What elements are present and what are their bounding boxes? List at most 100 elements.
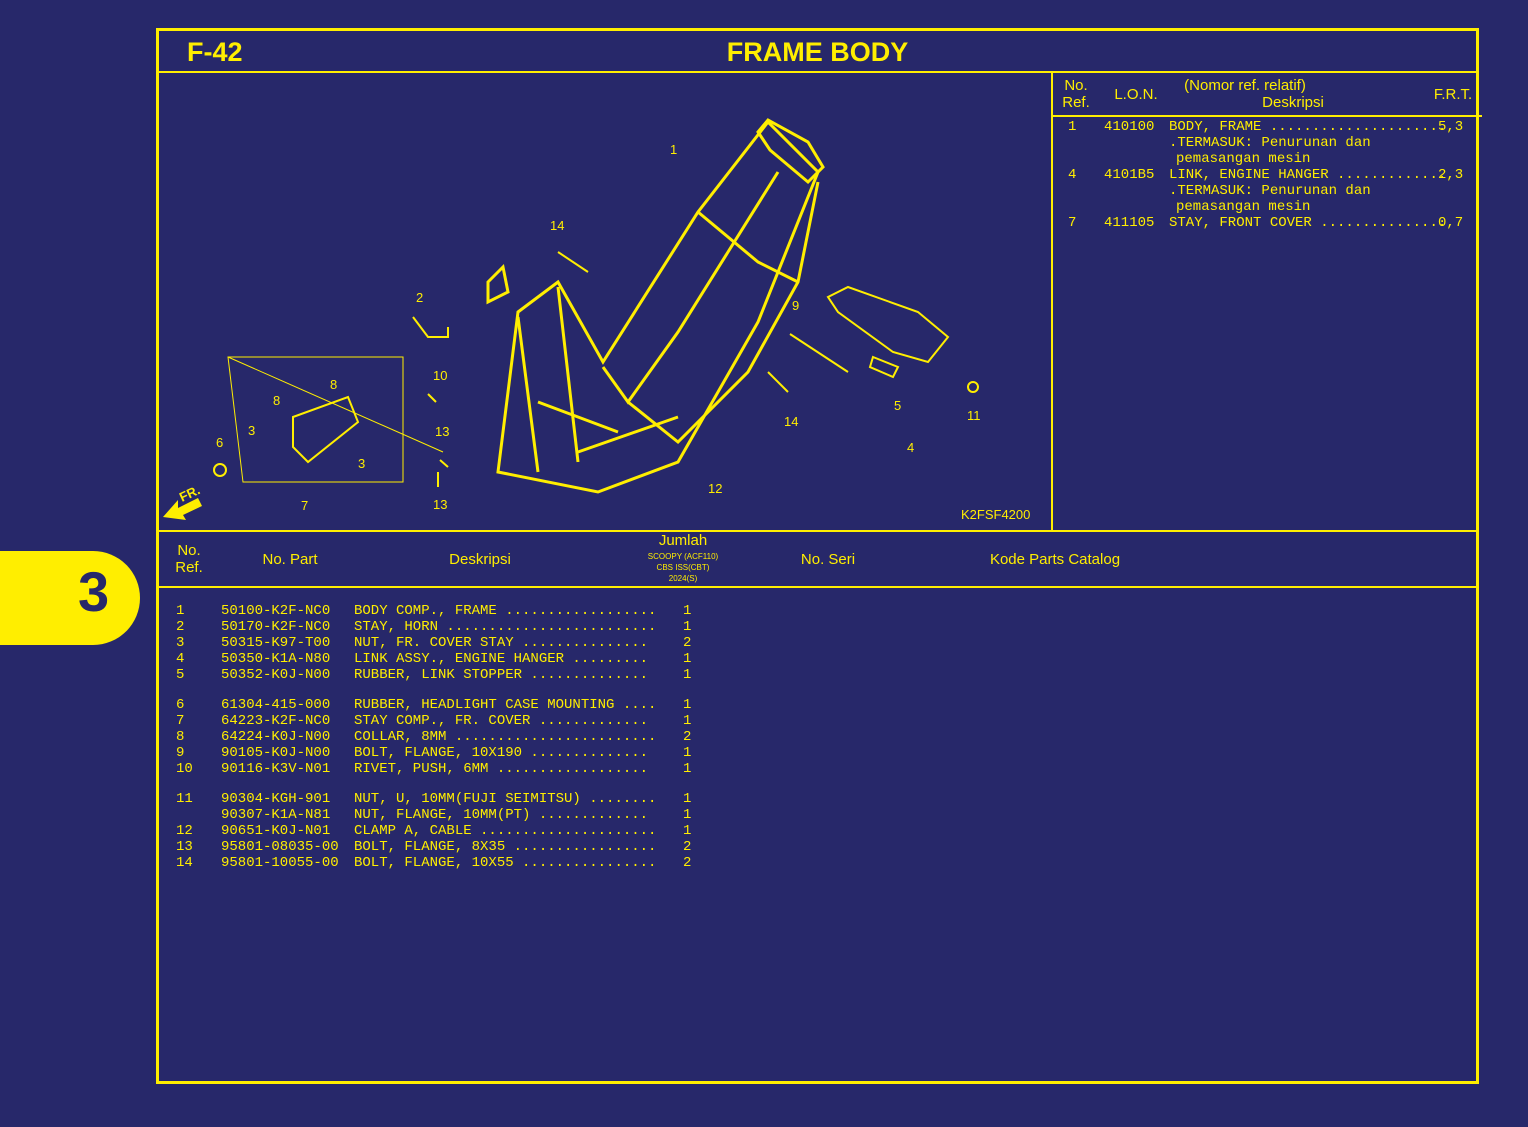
part-description: STAY, HORN ......................... (354, 619, 657, 635)
callout-number: 12 (708, 481, 722, 496)
callout-number: 11 (967, 408, 981, 423)
callout-number: 7 (301, 498, 308, 513)
part-ref: 12 (176, 823, 193, 839)
parts-header-qty: Jumlah (658, 532, 708, 549)
lon-header-frt: F.R.T. (1433, 86, 1473, 103)
part-number: 64224-K0J-N00 (221, 729, 331, 745)
part-quantity: 1 (683, 603, 692, 619)
part-quantity: 1 (683, 697, 692, 713)
part-quantity: 1 (683, 619, 692, 635)
part-description: STAY COMP., FR. COVER ............. (354, 713, 649, 729)
figure-code: F-42 (187, 37, 243, 67)
callout-number: 8 (273, 393, 280, 408)
part-ref: 2 (176, 619, 185, 635)
part-quantity: 2 (683, 729, 692, 745)
divider (1051, 115, 1482, 117)
lon-cell: .TERMASUK: Penurunan dan (1169, 135, 1371, 151)
lon-cell: 1 (1068, 119, 1077, 135)
lon-header-desc: Deskripsi (1262, 94, 1324, 111)
part-quantity: 2 (683, 839, 692, 855)
image-code: K2FSF4200 (961, 507, 1030, 522)
callout-number: 6 (216, 435, 223, 450)
part-quantity: 2 (683, 635, 692, 651)
part-quantity: 1 (683, 713, 692, 729)
part-number: 64223-K2F-NC0 (221, 713, 331, 729)
callout-number: 14 (550, 218, 564, 233)
lon-cell: 5,3 (1438, 119, 1464, 135)
lon-cell: STAY, FRONT COVER ............... (1169, 215, 1447, 231)
divider (159, 586, 1476, 588)
part-description: BODY COMP., FRAME .................. (354, 603, 657, 619)
part-number: 90651-K0J-N01 (221, 823, 331, 839)
lon-cell: .TERMASUK: Penurunan dan (1169, 183, 1371, 199)
callout-number: 10 (433, 368, 447, 383)
part-quantity: 1 (683, 791, 692, 807)
part-description: COLLAR, 8MM ........................ (354, 729, 657, 745)
lon-cell: BODY, FRAME ..................... (1169, 119, 1447, 135)
part-number: 90304-KGH-901 (221, 791, 331, 807)
part-number: 95801-08035-00 (221, 839, 339, 855)
part-number: 50352-K0J-N00 (221, 667, 331, 683)
part-quantity: 1 (683, 651, 692, 667)
lon-header-ref: No. Ref. (1062, 77, 1090, 111)
lon-cell: 4 (1068, 167, 1077, 183)
callout-number: 3 (358, 456, 365, 471)
part-description: NUT, FLANGE, 10MM(PT) ............. (354, 807, 649, 823)
part-description: LINK ASSY., ENGINE HANGER ......... (354, 651, 649, 667)
callout-number: 14 (784, 414, 798, 429)
parts-header-qty-sub: SCOOPY (ACF110)CBS ISS(CBT)2024(S) (647, 552, 719, 583)
lon-cell: 411105 (1104, 215, 1155, 231)
divider (1051, 73, 1053, 532)
part-ref: 9 (176, 745, 185, 761)
callout-number: 3 (248, 423, 255, 438)
part-description: RUBBER, LINK STOPPER .............. (354, 667, 649, 683)
part-description: CLAMP A, CABLE ..................... (354, 823, 657, 839)
part-number: 50100-K2F-NC0 (221, 603, 331, 619)
callout-number: 4 (907, 440, 914, 455)
fr-direction-arrow (163, 498, 202, 520)
callout-number: 9 (792, 298, 799, 313)
front-cover-stay-illustration (213, 251, 589, 487)
lon-cell: 7 (1068, 215, 1077, 231)
lon-cell: 4101B5 (1104, 167, 1155, 183)
parts-header-desc: Deskripsi (449, 551, 511, 568)
part-ref: 11 (176, 791, 193, 807)
part-ref: 13 (176, 839, 193, 855)
part-ref: 5 (176, 667, 185, 683)
lon-cell: pemasangan mesin (1176, 199, 1311, 215)
callout-number: 5 (894, 398, 901, 413)
callout-number: 8 (330, 377, 337, 392)
part-quantity: 1 (683, 761, 692, 777)
frame-body-illustration (486, 118, 825, 494)
part-ref: 14 (176, 855, 193, 871)
part-ref: 7 (176, 713, 185, 729)
part-description: RIVET, PUSH, 6MM .................. (354, 761, 649, 777)
part-ref: 1 (176, 603, 185, 619)
section-tab-number: 3 (78, 560, 110, 623)
page-title: FRAME BODY (726, 37, 909, 67)
part-number: 61304-415-000 (221, 697, 331, 713)
divider (159, 530, 1476, 532)
part-quantity: 1 (683, 823, 692, 839)
part-quantity: 2 (683, 855, 692, 871)
part-quantity: 1 (683, 667, 692, 683)
parts-page-frame: F-42 FRAME BODY (156, 28, 1482, 1084)
lon-cell: 410100 (1104, 119, 1155, 135)
lon-header-lon: L.O.N. (1114, 86, 1158, 103)
part-number: 90105-K0J-N00 (221, 745, 331, 761)
part-ref: 10 (176, 761, 193, 777)
parts-header-seri: No. Seri (800, 551, 856, 568)
lon-cell: 0,7 (1438, 215, 1464, 231)
callout-number: 1 (670, 142, 677, 157)
section-tab[interactable]: 3 (0, 551, 140, 645)
part-number: 90307-K1A-N81 (221, 807, 331, 823)
part-ref: 3 (176, 635, 185, 651)
part-quantity: 1 (683, 745, 692, 761)
part-description: RUBBER, HEADLIGHT CASE MOUNTING .... (354, 697, 657, 713)
part-number: 90116-K3V-N01 (221, 761, 331, 777)
lon-cell: 2,3 (1438, 167, 1464, 183)
part-ref: 6 (176, 697, 185, 713)
engine-hanger-illustration (767, 285, 979, 393)
